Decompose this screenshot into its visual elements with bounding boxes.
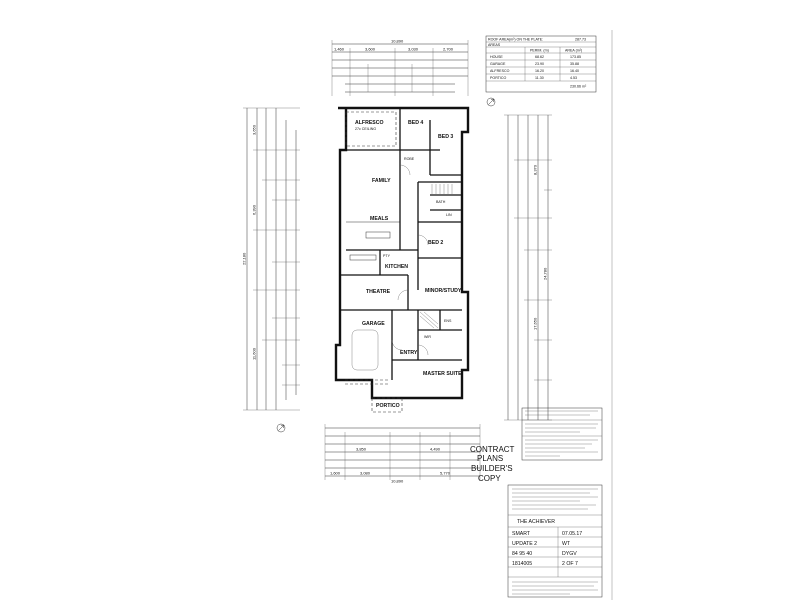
roof-row-area: 35.88 [570,62,579,66]
roof-table-heading: ROOF AREA(m²) ON THE PLATE: [488,38,543,42]
stamp-line-3: BUILDER'S [471,464,513,473]
linen-label: LIN [446,213,452,217]
room-label-alfresco: ALFRESCO [355,120,384,126]
room-labels: ALFRESCO 27c CEILING BED 4 BED 3 ROBE FA… [355,120,462,409]
right-segment-dimension: 17,650 [533,317,538,330]
room-label-bed-4: BED 4 [408,120,423,126]
roof-table-areas-label: AREAS [488,43,501,47]
revision-label: UPDATE 2 [512,541,537,547]
roof-row-name: HOUSE [490,55,503,59]
roof-row-perim: 16.20 [535,69,544,73]
room-label-kitchen: KITCHEN [385,264,408,270]
roof-row-name: ALFRESCO [490,69,510,73]
right-segment-dimension: 8,370 [533,164,538,175]
bottom-overall-dimension: 10,890 [391,479,404,484]
left-segment-dimension: 3,650 [252,124,257,135]
sheet-number: 2 OF 7 [562,561,578,567]
contract-plans-stamp: CONTRACT PLANS BUILDER'S COPY [470,445,515,483]
client-name: SMART [512,531,531,537]
bottom-segment-dimension: 3,080 [360,471,371,476]
right-overall-dimension: 24,780 [543,267,548,280]
room-label-master-suite: MASTER SUITE [423,371,462,377]
roof-row-name: GARAGE [490,62,506,66]
bottom-mid-dimension: 3,850 [356,447,367,452]
top-dimension-strings: 10,890 1,460 3,600 3,030 2,700 [331,39,469,96]
right-dimension-strings: 24,780 8,370 17,650 [504,114,552,421]
top-segment-dimension: 3,030 [408,47,419,52]
north-arrow-icon [486,97,496,107]
top-segment-dimension: 1,460 [334,47,345,52]
roof-row-perim: 68.62 [535,55,544,59]
title-block: THE ACHIEVER SMART 07.05.17 UPDATE 2 WT … [507,484,603,598]
room-label-bed-3: BED 3 [438,134,453,140]
left-segment-dimension: 11,600 [252,347,257,360]
stamp-line-4: COPY [478,474,501,483]
room-label-meals: MEALS [370,216,389,222]
stamp-line-1: CONTRACT [470,445,515,454]
bottom-mid-dimension: 4,490 [430,447,441,452]
north-arrow-icon [276,423,286,433]
project-name: THE ACHIEVER [517,519,555,525]
roof-table-col-perim: PERIM. (m) [530,49,549,53]
roof-row-area: 4.53 [570,76,577,80]
left-dimension-strings: 22,180 3,650 6,390 11,600 [242,107,300,411]
general-notes-block [521,407,603,461]
room-label-family: FAMILY [372,178,391,184]
top-overall-dimension: 10,890 [391,39,404,44]
room-label-theatre: THEATRE [366,289,391,295]
roof-table-col-area: AREA (m²) [565,49,582,53]
room-label-garage: GARAGE [362,321,385,327]
room-label-ens: ENS [444,319,452,323]
roof-row-name: PORTICO [490,76,507,80]
plan-walls [334,106,470,413]
room-label-entry: ENTRY [400,350,418,356]
robe-label: ROBE [404,157,415,161]
stamp-line-2: PLANS [477,454,503,463]
roof-table-heading-value: 287.73 [575,38,586,42]
roof-table-total: 230.66 m² [570,85,587,89]
room-label-minor-study: MINOR/STUDY [425,288,462,294]
bottom-segment-dimension: 5,770 [440,471,451,476]
top-segment-dimension: 2,700 [443,47,454,52]
lot-number: 1814005 [512,561,532,567]
top-segment-dimension: 3,600 [365,47,376,52]
room-label-bed-2: BED 2 [428,240,443,246]
alfresco-ceiling-note: 27c CEILING [355,127,376,131]
pantry-label: PTY [383,254,391,258]
roof-row-perim: 11.30 [535,76,544,80]
room-label-wir: WIR [424,335,431,339]
job-number: 84 95 40 [512,551,532,557]
bottom-dimension-strings: 3,850 4,490 1,600 3,080 5,770 10,890 [324,424,481,484]
revision-code: WT [562,541,571,547]
roof-row-area: 16.40 [570,69,579,73]
room-label-portico: PORTICO [376,403,400,409]
left-segment-dimension: 6,390 [252,204,257,215]
drawing-date: 07.05.17 [562,531,582,537]
bottom-segment-dimension: 1,600 [330,471,341,476]
roof-row-area: 173.85 [570,55,581,59]
roof-area-table: ROOF AREA(m²) ON THE PLATE: 287.73 AREAS… [485,35,597,93]
bath-label: BATH [436,200,446,204]
left-overall-dimension: 22,180 [242,252,247,265]
roof-row-perim: 23.90 [535,62,544,66]
drawn-by: DYGV [562,551,577,557]
